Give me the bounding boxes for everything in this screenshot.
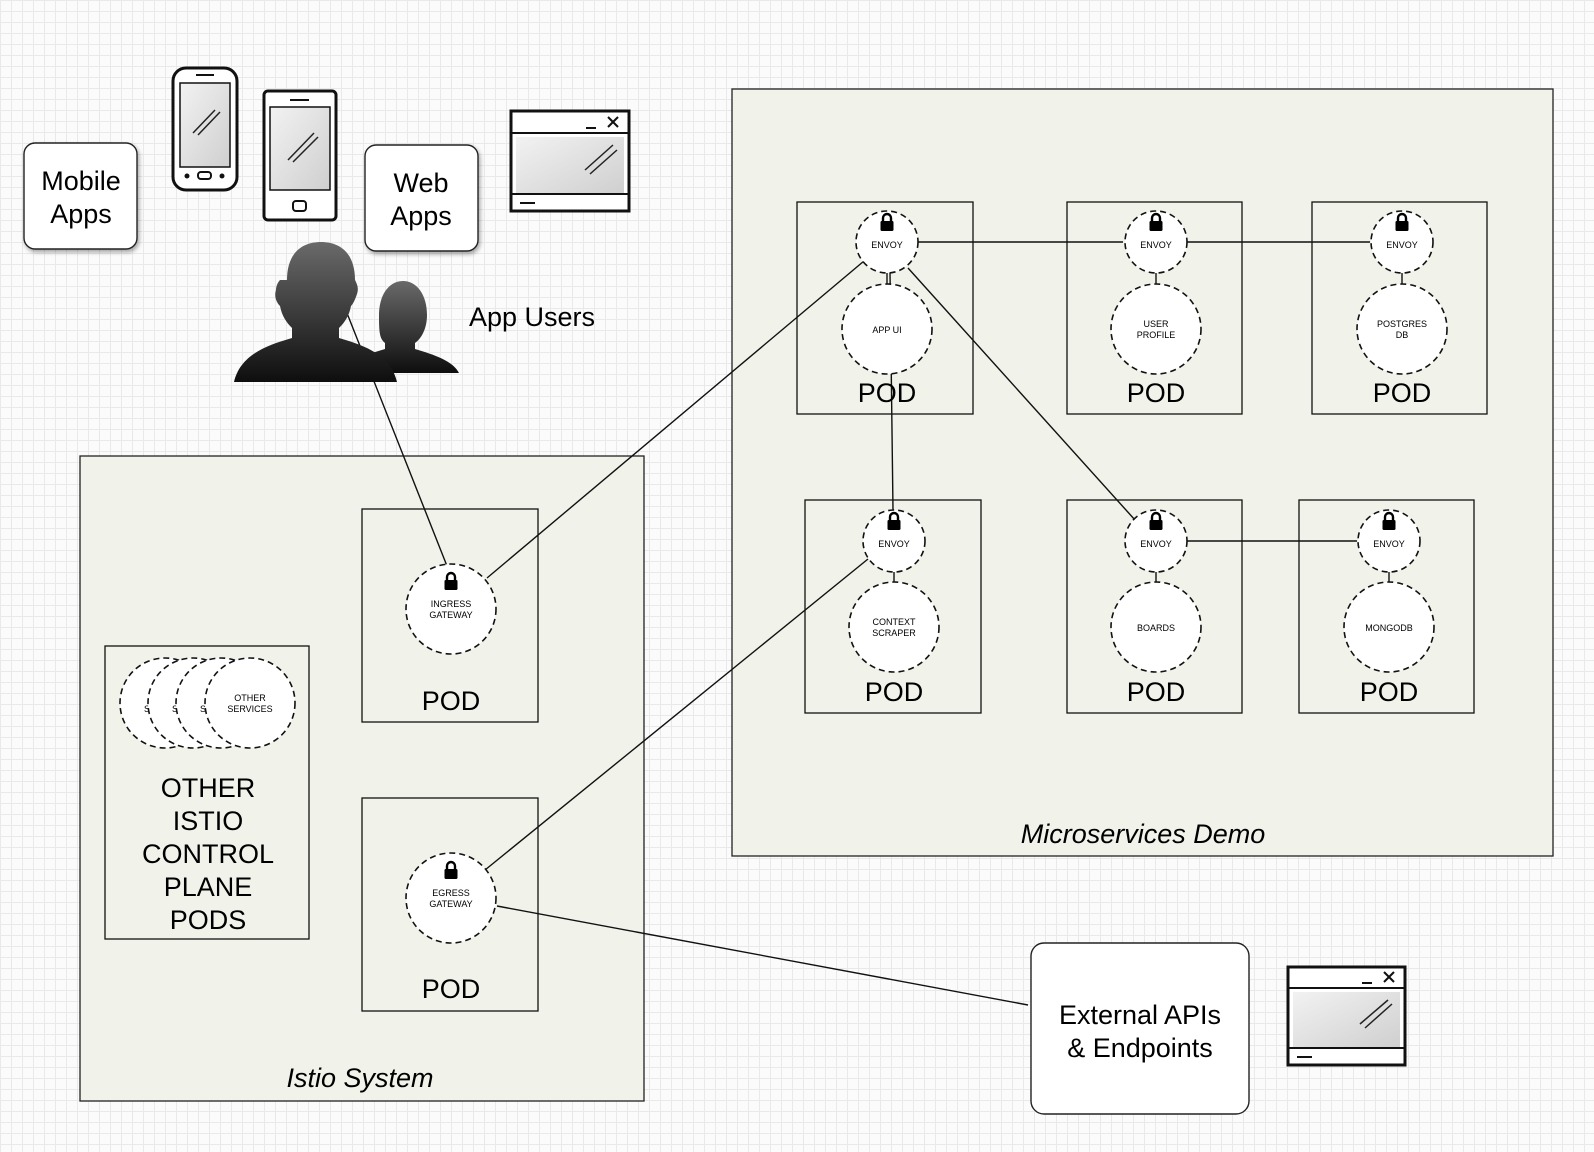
egress-gateway: EGRESS GATEWAY (405, 852, 497, 944)
svg-text:& Endpoints: & Endpoints (1067, 1033, 1213, 1063)
envoy-mongodb: ENVOY (1357, 509, 1421, 573)
pod-label: POD (1360, 677, 1419, 707)
svg-text:PODS: PODS (170, 905, 247, 935)
microservices-zone (731, 88, 1554, 857)
service-label: USER (1143, 319, 1169, 329)
envoy-label: ENVOY (871, 240, 903, 250)
pod-label: POD (422, 686, 481, 716)
service-label: BOARDS (1137, 623, 1175, 633)
pod-boards (1066, 499, 1243, 714)
envoy-boards: ENVOY (1124, 509, 1188, 573)
service-app-ui: APP UI (841, 283, 933, 375)
istio-zone-label: Istio System (286, 1063, 433, 1093)
service-context-scraper: CONTEXT SCRAPER (848, 581, 940, 673)
control-plane-label: OTHER ISTIO CONTROL PLANE PODS (142, 773, 274, 935)
pod-mongodb (1298, 499, 1475, 714)
gateway-label: GATEWAY (429, 610, 472, 620)
gateway-label: INGRESS (431, 599, 472, 609)
svg-text:External APIs: External APIs (1059, 1000, 1221, 1030)
envoy-label: ENVOY (1140, 240, 1172, 250)
service-label: SCRAPER (872, 628, 916, 638)
gateway-label: GATEWAY (429, 899, 472, 909)
tablet-icon (262, 89, 338, 222)
ingress-gateway: INGRESS GATEWAY (405, 563, 497, 655)
browser-window-icon (509, 109, 631, 213)
pod-label: POD (1127, 378, 1186, 408)
pod-postgres-db (1311, 201, 1488, 415)
context-scraper-to-egress-line (484, 558, 869, 871)
service-label: SERVICES (227, 704, 272, 714)
pod-app-ui (796, 201, 974, 415)
browser-window-icon (1286, 965, 1407, 1067)
app-users-label: App Users (469, 302, 595, 332)
pod-label: POD (858, 378, 917, 408)
gateway-label: EGRESS (432, 888, 470, 898)
web-apps-box: Web Apps (364, 144, 479, 252)
egress-to-external-line (496, 905, 1029, 1006)
envoy-label: ENVOY (1386, 240, 1418, 250)
service-label: PROFILE (1137, 330, 1176, 340)
pod-label: POD (865, 677, 924, 707)
service-label: APP UI (872, 325, 901, 335)
app-ui-to-boards-line (907, 267, 1136, 521)
pod-user-profile (1066, 201, 1243, 415)
service-mongodb: MONGODB (1343, 581, 1435, 673)
service-label: DB (1396, 330, 1409, 340)
microservices-zone-label: Microservices Demo (1021, 819, 1266, 849)
pod-label: POD (422, 974, 481, 1004)
svg-text:PLANE: PLANE (164, 872, 253, 902)
service-label: CONTEXT (872, 617, 916, 627)
pod-label: POD (1373, 378, 1432, 408)
svg-text:Apps: Apps (50, 199, 112, 229)
service-initial: S (200, 704, 206, 714)
service-boards: BOARDS (1110, 581, 1202, 673)
pod-label: POD (1127, 677, 1186, 707)
service-label: OTHER (234, 693, 266, 703)
svg-text:Mobile: Mobile (41, 166, 121, 196)
service-user-profile: USER PROFILE (1110, 283, 1202, 375)
pod-ingress-gateway (361, 508, 539, 723)
envoy-context-scraper: ENVOY (862, 509, 926, 573)
envoy-label: ENVOY (1140, 539, 1172, 549)
service-label: MONGODB (1365, 623, 1413, 633)
external-apis-box: External APIs & Endpoints (1030, 942, 1250, 1115)
service-initial: S (172, 704, 178, 714)
svg-text:Web: Web (393, 168, 448, 198)
control-plane-services: S S S OTHER SERVICES (119, 657, 296, 749)
service-postgres-db: POSTGRES DB (1356, 283, 1448, 375)
envoy-user-profile: ENVOY (1124, 210, 1188, 274)
svg-text:CONTROL: CONTROL (142, 839, 274, 869)
ingress-to-app-ui-line (486, 260, 865, 579)
envoy-label: ENVOY (1373, 539, 1405, 549)
service-label: POSTGRES (1377, 319, 1427, 329)
service-initial: S (144, 704, 150, 714)
control-plane-box (104, 645, 310, 940)
envoy-label: ENVOY (878, 539, 910, 549)
mobile-apps-box: Mobile Apps (23, 142, 138, 250)
envoy-postgres-db: ENVOY (1370, 210, 1434, 274)
svg-text:OTHER: OTHER (161, 773, 256, 803)
svg-text:Apps: Apps (390, 201, 452, 231)
users-silhouette-icon (234, 242, 459, 382)
envoy-app-ui: ENVOY (855, 210, 919, 274)
svg-text:ISTIO: ISTIO (173, 806, 244, 836)
smartphone-icon (171, 66, 239, 192)
pod-egress-gateway (361, 797, 539, 1012)
